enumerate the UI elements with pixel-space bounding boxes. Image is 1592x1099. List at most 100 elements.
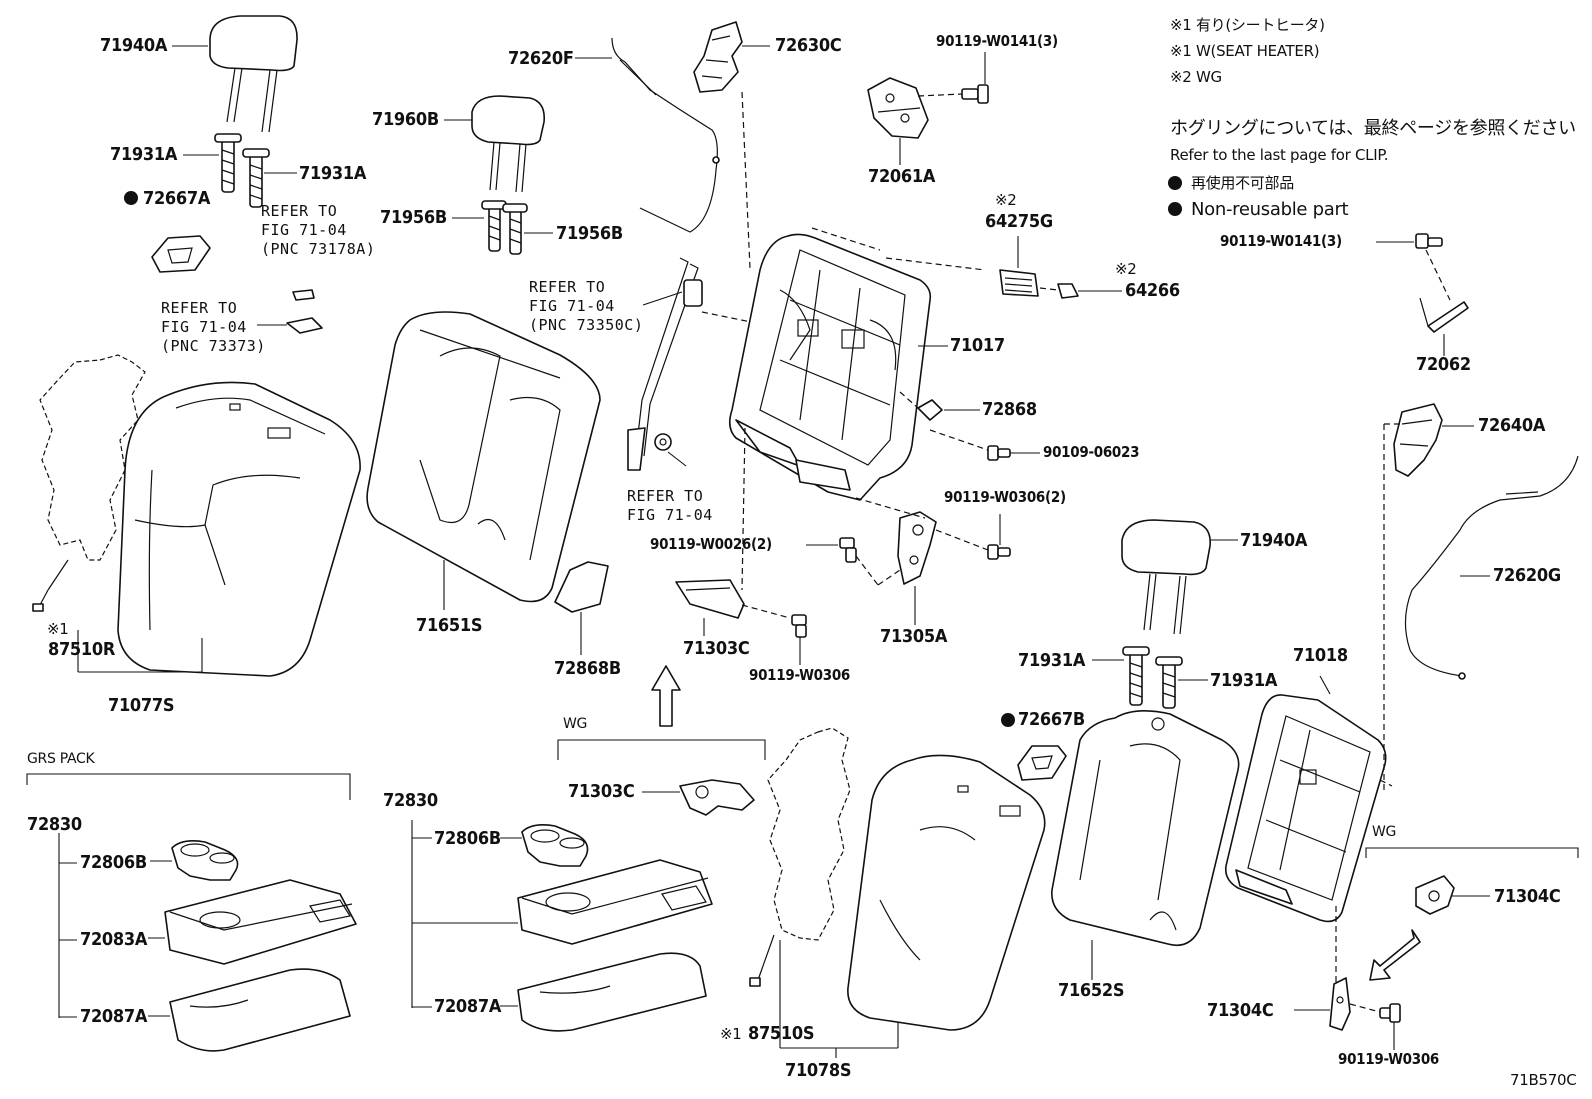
seatback-cover-71078S[interactable]: [847, 754, 1046, 1031]
label-71940A-bottom[interactable]: 71940A: [1240, 530, 1308, 551]
armrest-pad-72087A-left[interactable]: [169, 968, 351, 1052]
label-72083A[interactable]: 72083A: [80, 929, 148, 950]
bolt-90119-W0141-top[interactable]: [961, 84, 989, 104]
hinge-72640A[interactable]: [1393, 403, 1443, 477]
label-71956B-right[interactable]: 71956B: [556, 223, 623, 244]
armrest-72083A[interactable]: [164, 879, 357, 965]
label-71304C-top[interactable]: 71304C: [1494, 886, 1561, 907]
seatback-frame-71017[interactable]: [728, 233, 932, 501]
hinge-cover-71303C-upper[interactable]: [675, 579, 745, 619]
label-71304C-bottom[interactable]: 71304C: [1207, 1000, 1274, 1021]
label-71303C-top[interactable]: 71303C: [683, 638, 750, 659]
seatback-cover-71077S[interactable]: [117, 381, 361, 677]
bolt-90119-W0026-2[interactable]: [839, 537, 857, 563]
label-71960B[interactable]: 71960B: [372, 109, 439, 130]
seatback-pad-71651S[interactable]: [366, 311, 601, 603]
headrest-71940A-bottom[interactable]: [1121, 519, 1211, 635]
bezel-72667A[interactable]: [151, 235, 211, 273]
label-71931A-bottom2[interactable]: 71931A: [1210, 670, 1278, 691]
label-87510R[interactable]: 87510R: [48, 639, 116, 660]
guide-71931A-bottom-pair[interactable]: [1122, 646, 1183, 709]
label-71652S[interactable]: 71652S: [1058, 980, 1125, 1001]
label-64266[interactable]: 64266: [1125, 280, 1180, 301]
label-71931A-bottom1[interactable]: 71931A: [1018, 650, 1086, 671]
ref-pnc-73178A[interactable]: REFER TO FIG 71-04 (PNC 73178A): [261, 202, 375, 259]
label-64275G[interactable]: 64275G: [985, 211, 1053, 232]
ref-7104-line2: FIG 71-04: [627, 506, 713, 524]
label-71017[interactable]: 71017: [950, 335, 1005, 356]
cable-72620F[interactable]: [611, 37, 720, 233]
label-71931A-left1[interactable]: 71931A: [110, 144, 178, 165]
note-wg: ※2 WG: [1170, 68, 1222, 86]
label-72830-mid[interactable]: 72830: [383, 790, 438, 811]
label-71077S[interactable]: 71077S: [108, 695, 175, 716]
seatback-pad-71652S[interactable]: [1051, 710, 1240, 947]
hinge-71304C-bottom[interactable]: [1329, 977, 1351, 1031]
seat-belt-assembly[interactable]: [627, 257, 703, 471]
bolt-90119-W0306-bottom[interactable]: [1379, 1003, 1401, 1023]
bolt-90119-W0141-right[interactable]: [1415, 233, 1443, 249]
cup-holder-72806B-mid[interactable]: [521, 824, 589, 867]
label-71931A-left2[interactable]: 71931A: [299, 163, 367, 184]
label-90119-W0306-bottom[interactable]: 90119-W0306: [1338, 1050, 1440, 1068]
cover-72868B[interactable]: [554, 561, 609, 613]
label-72087A-mid[interactable]: 72087A: [434, 996, 502, 1017]
label-71078S[interactable]: 71078S: [785, 1060, 852, 1081]
headrest-71940A-top[interactable]: [209, 15, 298, 133]
cup-holder-72806B-left[interactable]: [171, 840, 239, 881]
bolt-90119-W0306-mid[interactable]: [791, 614, 807, 638]
label-90119-W0306-mid[interactable]: 90119-W0306: [749, 666, 851, 684]
cap-72868[interactable]: [917, 399, 943, 421]
label-90119-W0141-right[interactable]: 90119-W0141(3): [1220, 232, 1342, 250]
bolt-90119-W0306-2[interactable]: [987, 544, 1011, 560]
cable-72620G[interactable]: [1404, 455, 1579, 680]
label-72640A[interactable]: 72640A: [1478, 415, 1546, 436]
label-71956B-left[interactable]: 71956B: [380, 207, 447, 228]
seat-heater-87510R[interactable]: [32, 354, 146, 612]
label-71303C-wg[interactable]: 71303C: [568, 781, 635, 802]
label-72062[interactable]: 72062: [1416, 354, 1471, 375]
bracket-71305A[interactable]: [897, 511, 937, 585]
headrest-71960B[interactable]: [471, 95, 546, 193]
seat-heater-87510S[interactable]: [749, 727, 851, 987]
label-72667A[interactable]: 72667A: [143, 188, 211, 209]
label-72061A[interactable]: 72061A: [868, 166, 936, 187]
ref-pnc-73350C[interactable]: REFER TO FIG 71-04 (PNC 73350C): [529, 278, 643, 335]
bracket-72061A[interactable]: [867, 77, 929, 139]
hinge-71304C-top[interactable]: [1415, 875, 1455, 915]
guide-71931A-left-pair[interactable]: [214, 133, 270, 208]
ref-73350C-line3: (PNC 73350C): [529, 316, 644, 334]
label-72806B-mid[interactable]: 72806B: [434, 828, 501, 849]
label-72087A-left[interactable]: 72087A: [80, 1006, 148, 1027]
bracket-72062[interactable]: [1419, 297, 1469, 333]
label-90119-W0026-2[interactable]: 90119-W0026(2): [650, 535, 772, 553]
label-72630C[interactable]: 72630C: [775, 35, 842, 56]
guide-71956B-pair[interactable]: [481, 200, 528, 255]
label-87510S[interactable]: 87510S: [748, 1023, 815, 1044]
label-72806B-left[interactable]: 72806B: [80, 852, 147, 873]
label-71305A[interactable]: 71305A: [880, 626, 948, 647]
label-72868B[interactable]: 72868B: [554, 658, 621, 679]
label-71651S[interactable]: 71651S: [416, 615, 483, 636]
hinge-71303C-wg[interactable]: [679, 779, 755, 816]
armrest-pad-72087A-mid[interactable]: [517, 952, 707, 1032]
switch-64275G[interactable]: [999, 269, 1039, 297]
ref-fig-71-04[interactable]: REFER TO FIG 71-04: [627, 487, 713, 525]
hinge-72630C[interactable]: [693, 21, 743, 93]
clip-64266[interactable]: [1057, 283, 1079, 299]
label-72667B[interactable]: 72667B: [1018, 709, 1085, 730]
label-72830-left[interactable]: 72830: [27, 814, 82, 835]
label-90119-W0141-top[interactable]: 90119-W0141(3): [936, 32, 1058, 50]
label-90109-06023[interactable]: 90109-06023: [1043, 443, 1140, 461]
ref-pnc-73373[interactable]: REFER TO FIG 71-04 (PNC 73373): [161, 299, 266, 356]
armrest-assembly-72830-mid[interactable]: [517, 859, 713, 945]
label-72620G[interactable]: 72620G: [1493, 565, 1561, 586]
label-72620F[interactable]: 72620F: [508, 48, 574, 69]
label-71018[interactable]: 71018: [1293, 645, 1348, 666]
bolt-90109-06023[interactable]: [987, 445, 1011, 461]
label-71940A-top[interactable]: 71940A: [100, 35, 168, 56]
label-72868[interactable]: 72868: [982, 399, 1037, 420]
seatback-frame-71018[interactable]: [1224, 694, 1387, 923]
label-90119-W0306-2[interactable]: 90119-W0306(2): [944, 488, 1066, 506]
bezel-72667B[interactable]: [1017, 745, 1067, 781]
